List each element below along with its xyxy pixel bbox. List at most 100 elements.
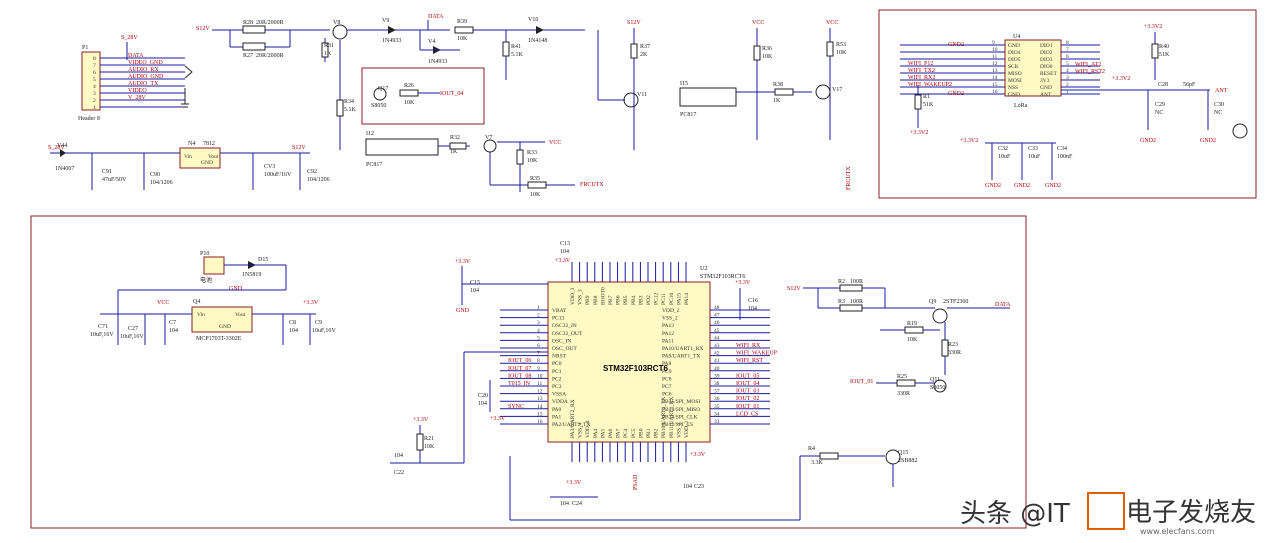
c13-value: 104: [560, 249, 569, 255]
r39: [454, 26, 474, 34]
r19-ref: R19: [907, 321, 917, 327]
mcu-3v3-b: +3.3V: [455, 259, 471, 265]
mcu-bottom-pin-name: VSS_1: [676, 422, 682, 438]
mcu-right-net: IOUT_01: [736, 404, 759, 410]
lora-right-pin-num: 7: [1066, 47, 1069, 53]
q4-ref: Q4: [193, 299, 200, 305]
mcu-left-pin-num: 5: [537, 335, 540, 341]
lora-gnd-4: GND2: [1200, 138, 1216, 144]
v17-ref: V17: [832, 87, 842, 93]
lora-left-net: WIFI_WAKEUP2: [908, 82, 952, 88]
r25-ref: R25: [897, 374, 907, 380]
r27-ref: R27: [243, 53, 253, 59]
lora-right-pin-num: 4: [1066, 68, 1069, 74]
lora-3v3-d: +3.3V2: [1112, 76, 1130, 82]
c29-value: NC: [1155, 110, 1163, 116]
lora-gnd-3: GND2: [1140, 138, 1156, 144]
i12-ref: I12: [366, 131, 374, 137]
v10-value: 1N4148: [528, 38, 547, 44]
r21-ref: R21: [424, 436, 434, 442]
mcu-left-pin-num: 13: [537, 396, 543, 402]
lora-right-pin-num: 8: [1066, 40, 1069, 46]
d15-value: 1N5819: [242, 272, 261, 278]
c90-value: 104/1206: [150, 180, 173, 186]
mcu-3v3-g: +3.3V: [690, 452, 706, 458]
n4-ref: N4: [188, 141, 195, 147]
r4-value: 3.3K: [811, 460, 824, 466]
mcu-bottom-pin-name: PB1: [646, 428, 652, 438]
lora-left-pin-num: 9: [992, 40, 995, 46]
mcu-right-pin-num: 35: [714, 404, 720, 410]
c13-ref: C13: [560, 241, 570, 247]
r2-value: 100R: [850, 279, 863, 285]
p1-pin-number: 5: [93, 77, 96, 83]
r32-ref: R32: [450, 135, 460, 141]
p1-pin-number: 7: [93, 63, 96, 69]
n4-vout: Vout: [208, 154, 219, 160]
data-net-bottom: DATA: [995, 302, 1011, 308]
v7-ref: V7: [485, 135, 492, 141]
p1-ref: P1: [82, 45, 88, 51]
mcu-left-pin-num: 15: [537, 411, 543, 417]
lora-left-pin-name: MOSI: [1008, 78, 1022, 84]
vcc-v7: VCC: [549, 140, 561, 146]
lora-right-net: WIFI_RST2: [1075, 69, 1105, 75]
mcu-right-net: IOUT_02: [736, 396, 759, 402]
c28-ref: C28: [1158, 82, 1168, 88]
mcu-bottom-pin-name: PA3/UART2_RX: [570, 399, 576, 438]
mcu-bottom-pin-name: VSS_4: [578, 422, 584, 438]
c15-value: 104: [470, 288, 479, 294]
mcu-right-net: LCD_CS: [736, 411, 758, 417]
r33-ref: R33: [527, 150, 537, 156]
mcu-3v3-d: +3.3V: [490, 416, 506, 422]
s12v-b: S12V: [627, 20, 641, 26]
mcu-bottom-pin-name: VDD_1: [684, 420, 690, 438]
cv3-value: 100uF/16V: [264, 172, 292, 178]
mcu-left-net: IOUT_08: [508, 373, 531, 379]
c34-value: 100nF: [1057, 154, 1073, 160]
p1-net-label: AUDIO_GND: [128, 74, 164, 80]
mcu-right-net: WIFI_WAKEUP: [736, 351, 778, 357]
p1-name: Header 8: [78, 116, 100, 122]
lora-right-pin-num: 5: [1066, 61, 1069, 67]
r27: [242, 42, 266, 51]
mcu-left-pin-name: PA1: [552, 414, 562, 420]
mcu-top-pin-name: BOOT0: [600, 287, 606, 305]
data-driver-block: S12V R28 20R/2000R R27 20R/2000R V8 R31 …: [196, 14, 852, 198]
mcu-top-pin-name: PB7: [608, 295, 614, 305]
c32-ref: C32: [998, 146, 1008, 152]
lora-right-pin-name: DIO3: [1040, 57, 1053, 63]
c22-value: 104: [394, 453, 403, 459]
q4-vout: Vout: [235, 312, 246, 318]
mcu-left-pin-name: VSSA: [552, 392, 566, 398]
mcu-left-pin-name: OSC_OUT: [552, 346, 577, 352]
lora-left-pin-num: 16: [992, 89, 998, 95]
c33-ref: C33: [1028, 146, 1038, 152]
mcu-right-pin-name: PA11: [662, 338, 674, 344]
mcu-left-pin-num: 6: [537, 343, 540, 349]
mcu-bottom-pin-name: PA7: [616, 428, 622, 438]
i15-value: PC817: [680, 112, 696, 118]
r32-value: 1K: [450, 149, 458, 155]
q15-value: 2SB882: [898, 458, 917, 464]
p10-value: 电池: [200, 276, 212, 284]
c16-value: 104: [748, 306, 757, 312]
mcu-left-pin-name: VBAT: [552, 308, 567, 314]
lora-right-pin-num: 3: [1066, 75, 1069, 81]
mcu-section-box: [30, 215, 1027, 529]
mcu-left-pin-name: PA0: [552, 407, 562, 413]
c8-value: 104: [289, 328, 298, 334]
c27-ref: C27: [128, 326, 138, 332]
lora-left-pin-num: 14: [992, 75, 998, 81]
r35-value: 10K: [530, 192, 541, 198]
mcu-name: STM32F103RCT6: [603, 364, 668, 373]
c23-ref: C23: [694, 484, 704, 490]
mcu-left-pin-num: 2: [537, 313, 540, 319]
i15-ref: I15: [680, 81, 688, 87]
lora-left-pin-num: 10: [992, 47, 998, 53]
n4-body: [179, 147, 221, 169]
c8-ref: C8: [289, 320, 296, 326]
